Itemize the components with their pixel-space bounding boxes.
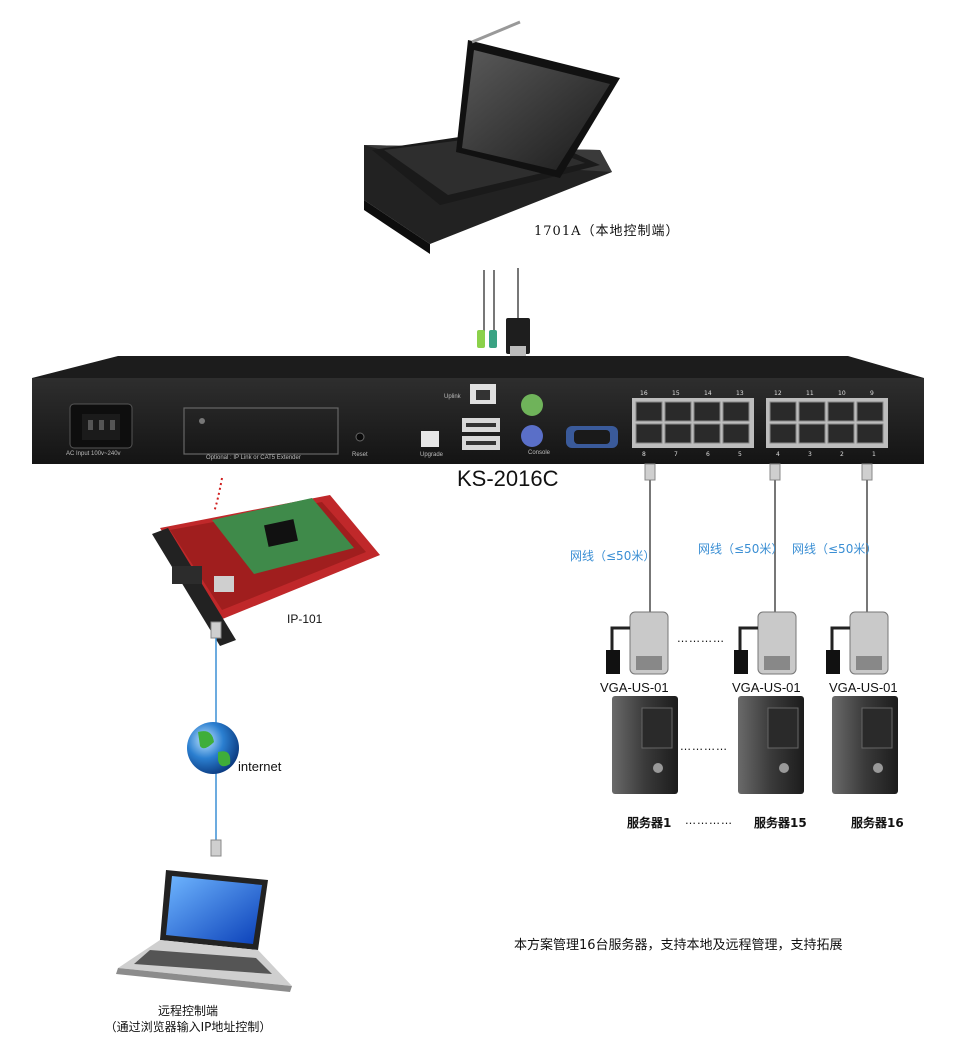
rj45-port — [769, 401, 797, 422]
rj45-port — [827, 401, 855, 422]
port-number-7: 7 — [674, 451, 678, 458]
lcd-console-drawer — [364, 20, 620, 254]
rj45-port — [722, 401, 750, 422]
server-label-15: 服务器15 — [754, 816, 807, 830]
vga-us-dongle-16 — [826, 611, 889, 675]
uplink-label: Uplink — [444, 394, 461, 400]
port-number-12: 12 — [774, 390, 782, 397]
rj45-port — [856, 423, 884, 444]
kvm-model-label: KS-2016C — [457, 466, 559, 491]
server-tower-15 — [738, 696, 804, 794]
dongle-label-15: VGA-US-01 — [732, 680, 801, 695]
local-console-label: 1701A（本地控制端） — [534, 224, 680, 239]
rj45-port — [798, 423, 826, 444]
console-cables — [477, 268, 530, 358]
cable-length-label-1: 网线（≤50米） — [570, 549, 656, 563]
rj45-port — [827, 423, 855, 444]
solution-summary: 本方案管理16台服务器，支持本地及远程管理，支持拓展 — [514, 938, 843, 953]
server-ellipsis: ………… — [680, 740, 728, 753]
port-number-5: 5 — [738, 451, 742, 458]
rj45-port — [635, 401, 663, 422]
reset-label: Reset — [352, 452, 368, 458]
ip-101-module — [152, 477, 380, 646]
port-number-4: 4 — [776, 451, 780, 458]
server-label-1: 服务器1 — [627, 816, 672, 830]
port-number-3: 3 — [808, 451, 812, 458]
rj45-port — [798, 401, 826, 422]
console-port-label: Console — [528, 450, 551, 456]
vga-us-dongle-15 — [734, 611, 797, 675]
port-number-13: 13 — [736, 390, 744, 397]
rj45-port — [722, 423, 750, 444]
internet-label: internet — [238, 759, 282, 774]
remote-laptop — [116, 870, 292, 992]
port-number-6: 6 — [706, 451, 710, 458]
rj45-port — [769, 423, 797, 444]
rj45-ports — [635, 401, 884, 444]
rj45-port — [856, 401, 884, 422]
rj45-port — [635, 423, 663, 444]
ac-input-label: AC Input 100v~240v — [66, 451, 121, 457]
port-number-11: 11 — [806, 390, 814, 397]
port-number-1: 1 — [872, 451, 876, 458]
server-label-ellipsis: ………… — [685, 814, 733, 827]
network-cables — [644, 463, 873, 612]
port-number-2: 2 — [840, 451, 844, 458]
rj45-port — [664, 401, 692, 422]
dongle-ellipsis: ………… — [677, 632, 725, 645]
port-number-8: 8 — [642, 451, 646, 458]
ip-module-label: IP-101 — [287, 612, 323, 626]
optional-bay-label: Optional : IP Link or CAT5 Extender — [206, 455, 301, 461]
cable-length-label-15: 网线（≤50米） — [698, 542, 784, 556]
rj45-port — [693, 401, 721, 422]
remote-link-line — [210, 621, 222, 857]
vga-us-dongle-1 — [606, 611, 669, 675]
port-number-9: 9 — [870, 390, 874, 397]
internet-globe-icon — [187, 722, 239, 774]
remote-client-title: 远程控制端 — [157, 1004, 218, 1018]
server-tower-1 — [612, 696, 678, 794]
remote-client-label: 远程控制端 （通过浏览器输入IP地址控制） — [88, 1003, 288, 1035]
server-label-16: 服务器16 — [851, 816, 904, 830]
port-number-14: 14 — [704, 390, 712, 397]
dongle-label-1: VGA-US-01 — [600, 680, 669, 695]
rj45-port — [664, 423, 692, 444]
upgrade-label: Upgrade — [420, 452, 444, 458]
dongle-label-16: VGA-US-01 — [829, 680, 898, 695]
port-number-15: 15 — [672, 390, 680, 397]
port-number-16: 16 — [640, 390, 648, 397]
rj45-port — [693, 423, 721, 444]
server-tower-16 — [832, 696, 898, 794]
port-number-10: 10 — [838, 390, 846, 397]
cable-length-label-16: 网线（≤50米） — [792, 542, 878, 556]
remote-client-note: （通过浏览器输入IP地址控制） — [104, 1020, 272, 1034]
